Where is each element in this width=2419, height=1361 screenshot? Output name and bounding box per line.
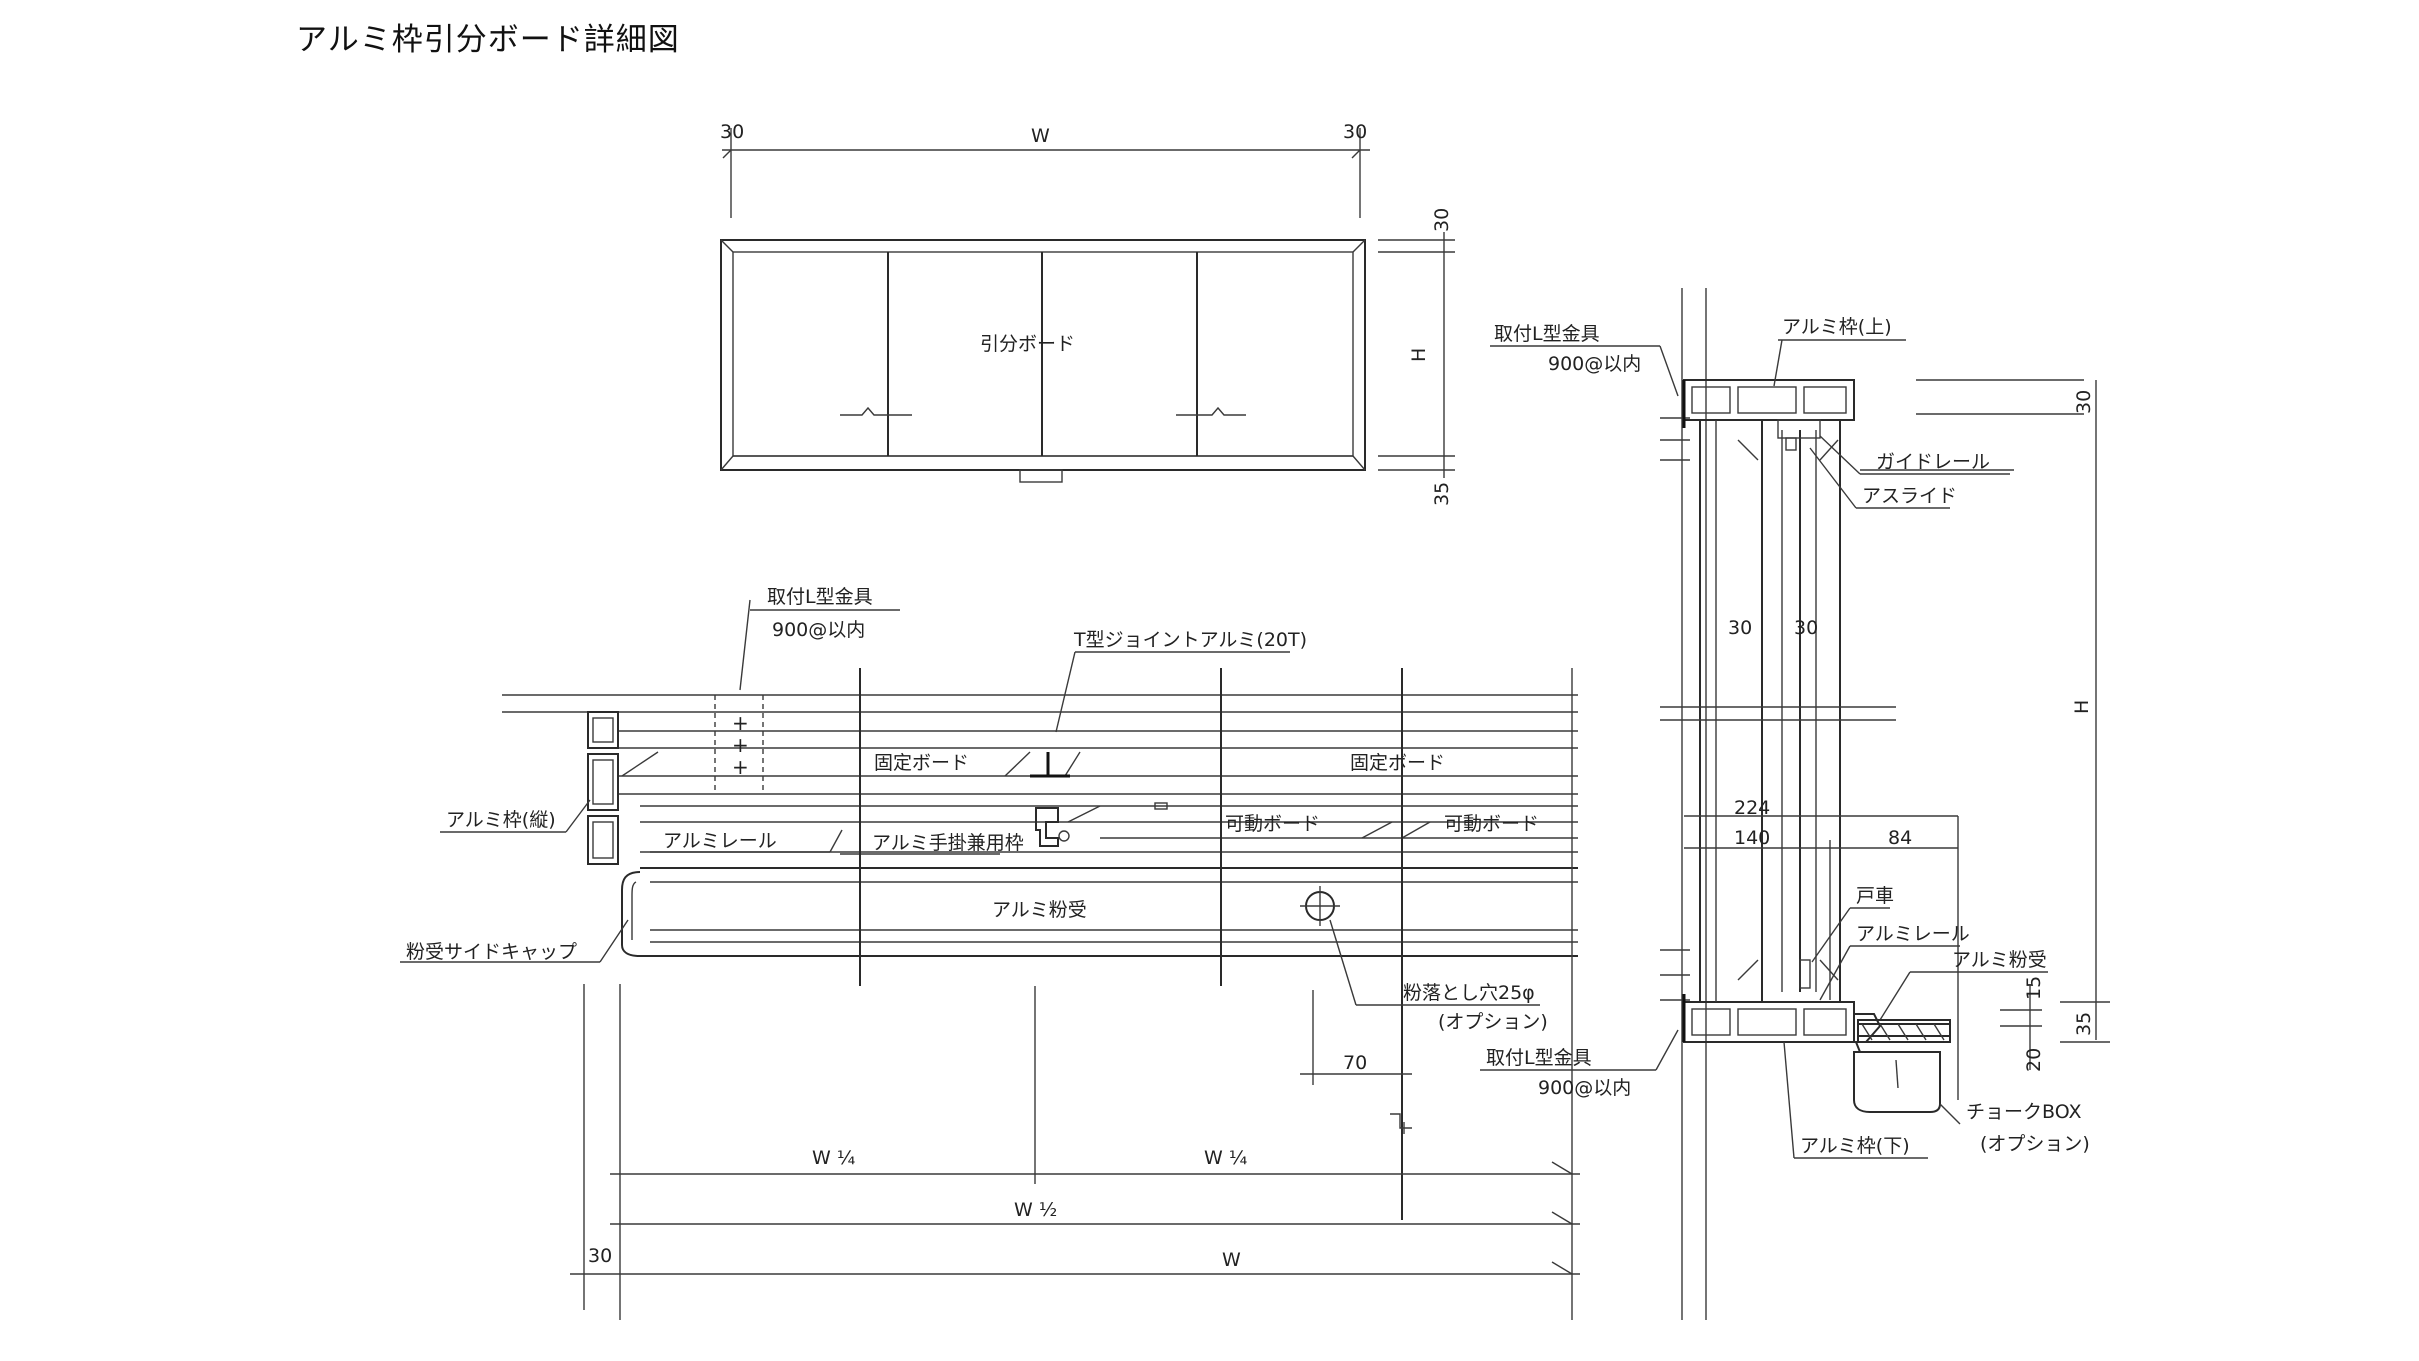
plan-fixed-board-right: 固定ボード — [1350, 752, 1445, 774]
section-tray-shape — [1857, 1019, 1951, 1043]
section-dim-84: 84 — [1888, 827, 1912, 849]
section-frame-bottom-label: アルミ枠(下) — [1800, 1135, 1910, 1157]
plan-hole-label: 粉落とし穴25φ — [1403, 982, 1535, 1004]
plan-dim-w-quarter-left: W ¼ — [812, 1147, 855, 1169]
section-rail: アルミレール — [1856, 923, 1970, 945]
section-frame-top — [1683, 379, 1855, 421]
plan-dim-70: 70 — [1343, 1052, 1367, 1074]
section-roller: 戸車 — [1856, 885, 1894, 907]
elevation-dim-h: H — [1408, 348, 1430, 362]
plus-mark-3: + — [732, 755, 749, 779]
section-frame-top-label: アルミ枠(上) — [1782, 316, 1892, 338]
section-bracket-top-label: 取付L型金具 — [1494, 323, 1600, 345]
chalk-box-shape — [1853, 1051, 1941, 1113]
plan-movable-board-1: 可動ボード — [1225, 813, 1320, 835]
drawing-title: アルミ枠引分ボード詳細図 — [296, 22, 680, 58]
elevation-view: 30 W 30 引分ボード 30 H 35 — [720, 121, 1455, 506]
section-dim-30-b: 30 — [1794, 617, 1818, 639]
section-dim-224: 224 — [1734, 797, 1770, 819]
plan-rail-label: アルミレール — [663, 830, 777, 852]
section-frame-bottom — [1683, 1001, 1855, 1043]
section-bracket-bottom-spacing: 900@以内 — [1538, 1077, 1631, 1099]
section-bracket-bottom: 取付L型金具 — [1486, 1047, 1592, 1069]
plus-mark-2: + — [732, 733, 749, 757]
section-dim-30-top: 30 — [2073, 390, 2095, 414]
plan-frame-vertical: アルミ枠(縦) — [446, 809, 556, 831]
plan-hand-frame: アルミ手掛兼用枠 — [872, 832, 1024, 854]
section-dim-20: 20 — [2023, 1048, 2045, 1072]
plan-t-joint-label: T型ジョイントアルミ(20T) — [1073, 629, 1307, 651]
section-powder-tray: アルミ粉受 — [1952, 949, 2047, 971]
plan-movable-board-2: 可動ボード — [1444, 813, 1539, 835]
elevation-dim-h-top-30: 30 — [1431, 208, 1453, 232]
plan-dim-30: 30 — [588, 1245, 612, 1267]
plan-dim-w-half: W ½ — [1014, 1199, 1057, 1221]
elevation-dim-h-bottom-35: 35 — [1431, 482, 1453, 506]
section-dim-15: 15 — [2023, 976, 2045, 1000]
section-dim-35: 35 — [2073, 1012, 2095, 1036]
section-chalk-box-option: (オプション) — [1980, 1133, 2090, 1155]
plan-powder-tray: アルミ粉受 — [992, 899, 1087, 921]
section-dim-h: H — [2071, 700, 2093, 714]
plan-fixed-board-left: 固定ボード — [874, 752, 969, 774]
plan-hole-option: (オプション) — [1438, 1011, 1548, 1033]
section-dim-30-a: 30 — [1728, 617, 1752, 639]
section-chalk-box: チョークBOX — [1966, 1101, 2081, 1123]
elevation-dim-w: W — [1031, 125, 1050, 147]
plan-side-cap: 粉受サイドキャップ — [406, 941, 577, 963]
section-view: アルミ枠(上) 取付L型金具 900@以内 ガイドレール アスライド 30 30… — [1480, 288, 2110, 1320]
elevation-dim-left-30: 30 — [720, 121, 744, 143]
plan-bracket-label: 取付L型金具 — [767, 586, 873, 608]
section-bracket-top-spacing: 900@以内 — [1548, 353, 1641, 375]
elevation-board-label: 引分ボード — [980, 333, 1075, 355]
plus-mark-1: + — [732, 711, 749, 735]
section-dim-140: 140 — [1734, 827, 1770, 849]
elevation-dim-right-30: 30 — [1343, 121, 1367, 143]
plan-bracket-spacing: 900@以内 — [772, 619, 865, 641]
plan-view: + + + 取付L型金具 900@以内 固定ボード 固定ボード T型ジョイントア… — [400, 586, 1580, 1320]
section-guide-rail: ガイドレール — [1876, 451, 1990, 473]
plan-dim-w: W — [1222, 1249, 1241, 1271]
plan-dim-w-quarter-right: W ¼ — [1204, 1147, 1247, 1169]
section-slide: アスライド — [1862, 485, 1957, 507]
